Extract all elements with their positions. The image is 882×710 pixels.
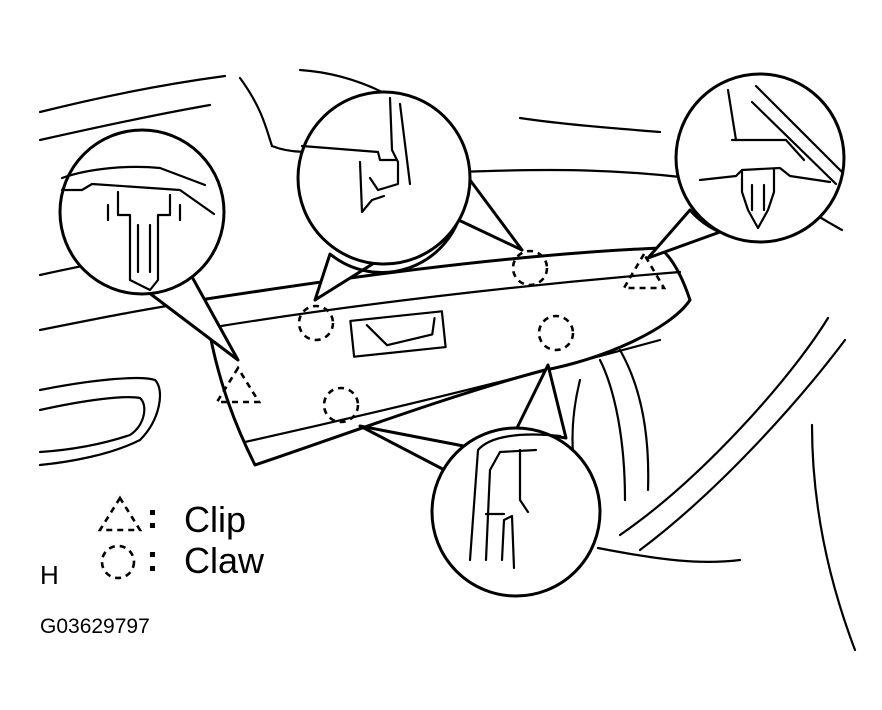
claw-marker-3 [537,314,575,352]
claw-marker-1 [297,304,335,342]
clip-marker-right [621,251,667,290]
callout-claw-bottom [358,363,602,598]
claw-markers [297,249,575,424]
legend-clip-colon-top [150,510,155,515]
claw-marker-2 [511,249,549,287]
door-pull-handle [571,316,847,564]
callout-claw-top [296,90,524,302]
figure-code: G03629797 [40,615,150,638]
legend-clip-symbol [97,495,143,532]
legend-claw-colon-top [150,552,155,557]
legend-claw-label: Claw [184,540,265,581]
view-letter: H [40,560,59,590]
switch-base-panel [198,246,692,467]
legend-clip-label: Clip [184,499,247,540]
clip-marker-left [214,365,262,404]
callout-clip-left [58,128,240,362]
claw-marker-4 [322,386,360,424]
armrest-pocket [38,376,162,467]
legend-claw-colon-bottom [150,566,155,571]
legend-clip-colon-bottom [150,523,155,528]
clip-markers [214,251,667,404]
legend-claw-symbol [100,544,136,580]
callout-clip-right [646,72,846,260]
